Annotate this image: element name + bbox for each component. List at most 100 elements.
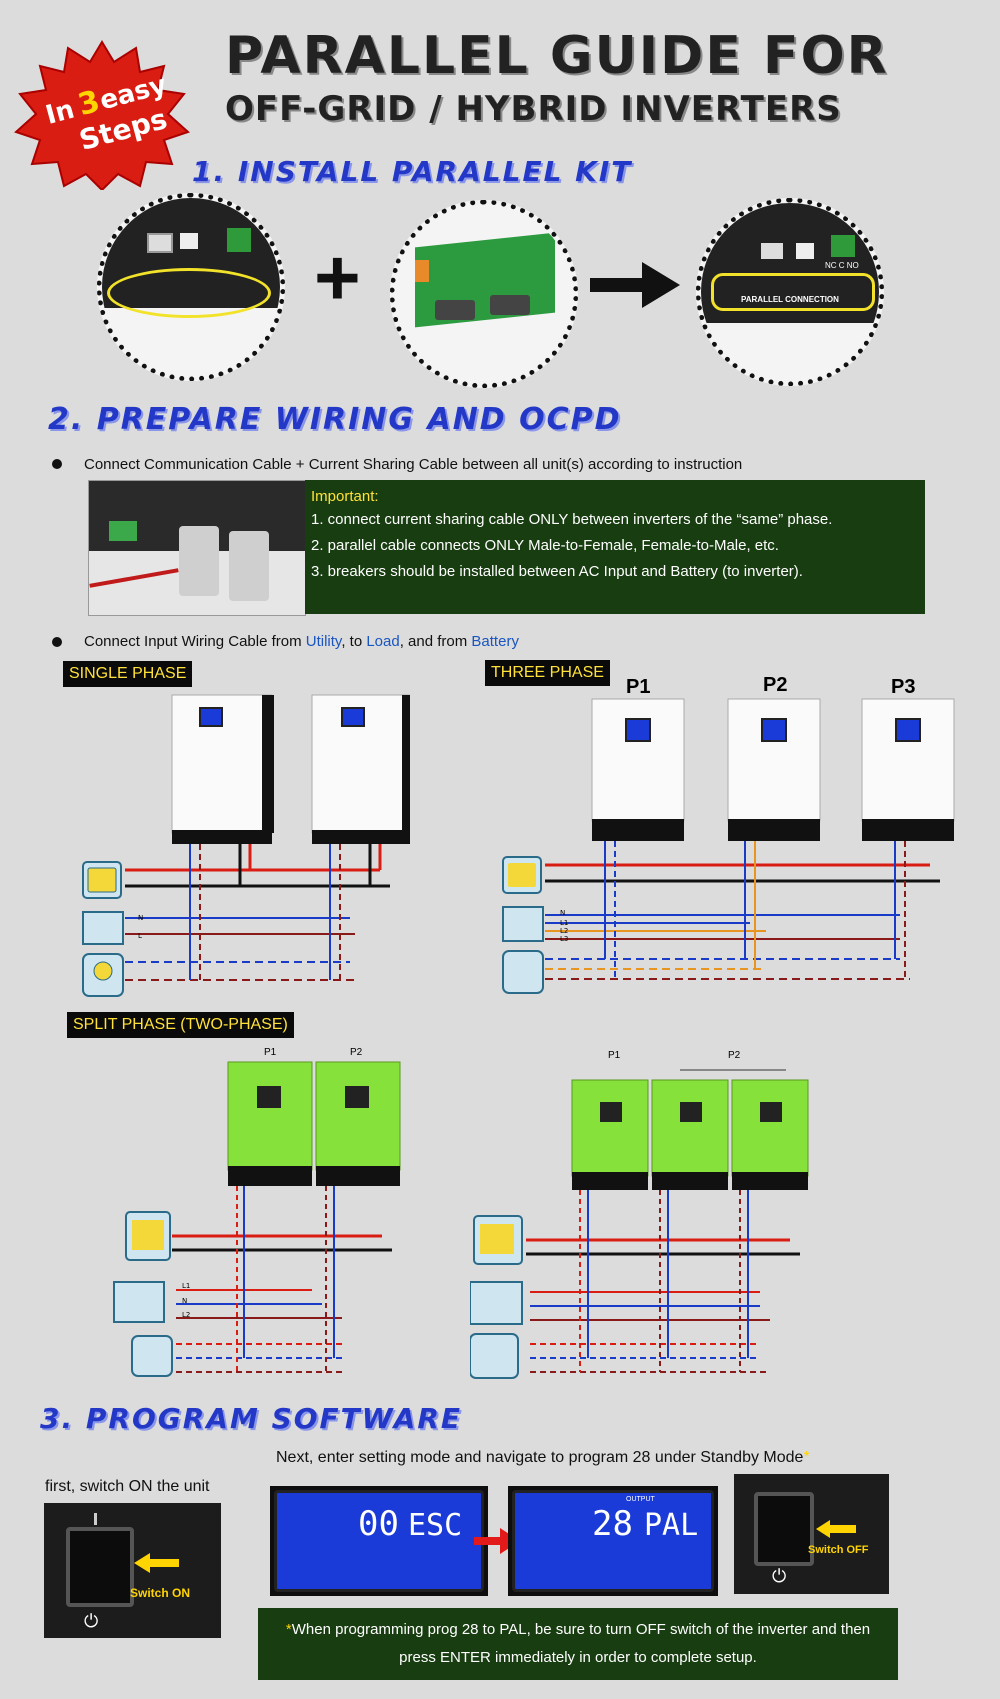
lcd2-number: 28	[592, 1504, 633, 1544]
inverter-p2	[727, 698, 821, 841]
wire-n: N	[138, 914, 143, 922]
cable-photo	[88, 480, 306, 616]
step2-heading: 2. PREPARE WIRING AND OCPD	[48, 402, 622, 437]
utility-tower-icon-3ph	[502, 906, 544, 942]
inverter-p1	[591, 698, 685, 841]
lcd-screen-1-frame: 00 ESC	[270, 1486, 488, 1596]
rocker-switch-on	[66, 1527, 134, 1607]
wire-l2-split: L2	[182, 1311, 190, 1319]
switch-off-label: Switch OFF	[808, 1544, 869, 1556]
lcd-screen-1	[274, 1490, 484, 1592]
programming-note: *When programming prog 28 to PAL, be sur…	[258, 1608, 898, 1680]
three-phase-label: THREE PHASE	[485, 660, 610, 686]
switch-on-mark	[94, 1513, 97, 1525]
in-3-easy-steps-badge: In 3 easy Steps	[14, 40, 190, 190]
wire-l3-3ph: L3	[560, 935, 568, 943]
split-phase-diagram-2	[470, 1069, 809, 1379]
bullet-communication-cable: Connect Communication Cable + Current Sh…	[84, 456, 743, 473]
wire-l1-3ph: L1	[560, 919, 568, 927]
installed-kit-circle: NC C NO PARALLEL CONNECTION	[696, 198, 884, 386]
note-line-1-text: When programming prog 28 to PAL, be sure…	[291, 1621, 871, 1638]
arrow-left-icon	[134, 1553, 179, 1573]
switch-off-photo: Switch OFF ⏻	[734, 1474, 889, 1594]
split-phase-diagram-1: L1 N L2	[113, 1061, 401, 1377]
rj45-port	[147, 233, 173, 253]
step3-instruction: Next, enter setting mode and navigate to…	[276, 1449, 810, 1467]
single-phase-diagram: N L	[82, 694, 410, 997]
nc-c-no-label: NC C NO	[825, 261, 859, 270]
dry-contact-2	[831, 235, 855, 257]
db9-connector-1	[435, 300, 475, 320]
important-item-1: 1. connect current sharing cable ONLY be…	[311, 511, 833, 528]
green-inverter-b	[651, 1079, 729, 1190]
note-line-1: *When programming prog 28 to PAL, be sur…	[258, 1616, 898, 1644]
dry-contact-terminal	[227, 228, 251, 252]
step3-heading: 3. PROGRAM SOFTWARE	[40, 1402, 463, 1435]
utility-tower-icon	[82, 911, 124, 945]
load-bulb-icon-3ph	[502, 950, 544, 994]
wire-n-3ph: N	[560, 909, 565, 917]
utility-text: Utility	[305, 633, 342, 650]
photo-db9-1	[179, 526, 219, 596]
wire-l1-split: L1	[182, 1282, 190, 1290]
load-icon-split1	[131, 1335, 173, 1377]
load-icon-split2	[470, 1333, 519, 1379]
asterisk: *	[803, 1449, 810, 1466]
power-icon: ⏻	[84, 1611, 99, 1631]
lcd-screen-2-frame: OUTPUT 28 PAL	[508, 1486, 718, 1596]
bullet-input-wiring: Connect Input Wiring Cable from Utility,…	[84, 633, 519, 650]
note-asterisk: *	[285, 1621, 292, 1638]
starburst-shape	[14, 40, 190, 190]
split-phase-label: SPLIT PHASE (TWO-PHASE)	[67, 1012, 294, 1038]
load-text: Load	[366, 633, 400, 650]
switch-on-photo: Switch ON ⏻	[44, 1503, 221, 1638]
split-p1-label: P1	[264, 1047, 277, 1058]
important-item-2: 2. parallel cable connects ONLY Male-to-…	[311, 537, 779, 554]
lcd1-number: 00	[358, 1504, 399, 1544]
parallel-connection-highlight	[711, 273, 875, 311]
inverter-bottom-installed	[701, 203, 879, 323]
utility-icon-split1	[113, 1281, 165, 1323]
green-inverter-1	[227, 1061, 313, 1186]
lcd1-text: ESC	[408, 1508, 463, 1543]
utility-icon-split2	[470, 1281, 523, 1325]
plus-sign: +	[314, 233, 361, 322]
load-bulb-icon	[82, 953, 124, 997]
note-line-2: press ENTER immediately in order to comp…	[399, 1649, 757, 1666]
blank-plate-highlight	[107, 268, 271, 318]
pcb-terminal	[415, 260, 429, 282]
lcd2-small: OUTPUT	[626, 1496, 655, 1503]
p3-label: P3	[891, 676, 916, 698]
split2-p2-label: P2	[728, 1050, 741, 1061]
bullet2-and: , and from	[399, 633, 472, 650]
important-box: Important: 1. connect current sharing ca…	[305, 480, 925, 614]
wire-n-split: N	[182, 1297, 187, 1305]
p2-label: P2	[763, 674, 788, 696]
db9-connector-2	[490, 295, 530, 315]
wire-l: L	[138, 932, 142, 940]
important-heading: Important:	[311, 488, 379, 505]
split-p2-label: P2	[350, 1047, 363, 1058]
lcd-screen-2	[512, 1490, 714, 1592]
bullet-dot	[52, 459, 62, 469]
page-subtitle: OFF-GRID / HYBRID INVERTERS	[225, 89, 842, 129]
green-inverter-2	[315, 1061, 401, 1186]
green-inverter-a	[571, 1079, 649, 1190]
wire-l2-3ph: L2	[560, 927, 568, 935]
parallel-connection-label: PARALLEL CONNECTION	[741, 295, 839, 304]
usb-port-2	[796, 243, 814, 259]
step3-first-text: first, switch ON the unit	[45, 1478, 210, 1495]
photo-db9-2	[229, 531, 269, 601]
lcd2-text: PAL	[644, 1508, 699, 1543]
page-title: PARALLEL GUIDE FOR	[225, 26, 889, 86]
inverter-p3	[861, 698, 955, 841]
photo-terminal	[109, 521, 137, 541]
battery-text: Battery	[471, 633, 519, 650]
inverter-unit-1	[171, 694, 274, 844]
p1-label: P1	[626, 676, 651, 698]
step1-heading: 1. INSTALL PARALLEL KIT	[192, 155, 633, 188]
arrow-left-icon-2	[816, 1520, 856, 1538]
power-icon-2: ⏻	[772, 1566, 787, 1586]
bullet2-to: , to	[341, 633, 367, 650]
bullet2-pre: Connect Input Wiring Cable from	[84, 633, 306, 650]
